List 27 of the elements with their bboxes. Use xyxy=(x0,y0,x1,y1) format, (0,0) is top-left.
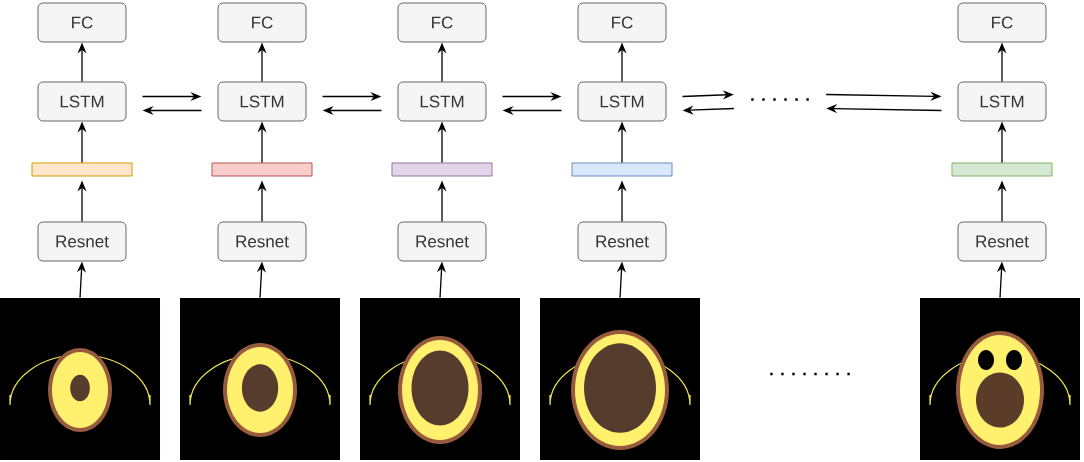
ct-scan-drawing xyxy=(540,298,700,460)
feature-bar xyxy=(571,162,673,177)
process-box: FC xyxy=(217,2,307,43)
process-box: FC xyxy=(957,2,1047,43)
process-box: Resnet xyxy=(37,221,127,262)
ct-scan-drawing xyxy=(360,298,520,460)
process-box: FC xyxy=(577,2,667,43)
ellipsis: . . . . . . . . xyxy=(770,372,850,376)
process-box: Resnet xyxy=(217,221,307,262)
feature-bar xyxy=(951,162,1053,177)
process-box: LSTM xyxy=(217,81,307,122)
process-box: Resnet xyxy=(957,221,1047,262)
feature-bar xyxy=(211,162,313,177)
ct-scan-drawing xyxy=(0,298,160,460)
ellipsis: . . . . . . xyxy=(751,98,809,101)
feature-bar xyxy=(31,162,133,177)
process-box: LSTM xyxy=(957,81,1047,122)
process-box: FC xyxy=(397,2,487,43)
process-box: Resnet xyxy=(397,221,487,262)
ct-scan-drawing xyxy=(180,298,340,460)
process-box: LSTM xyxy=(37,81,127,122)
process-box: LSTM xyxy=(577,81,667,122)
feature-bar xyxy=(391,162,493,177)
ct-scan-drawing xyxy=(920,298,1080,460)
process-box: LSTM xyxy=(397,81,487,122)
process-box: Resnet xyxy=(577,221,667,262)
process-box: FC xyxy=(37,2,127,43)
